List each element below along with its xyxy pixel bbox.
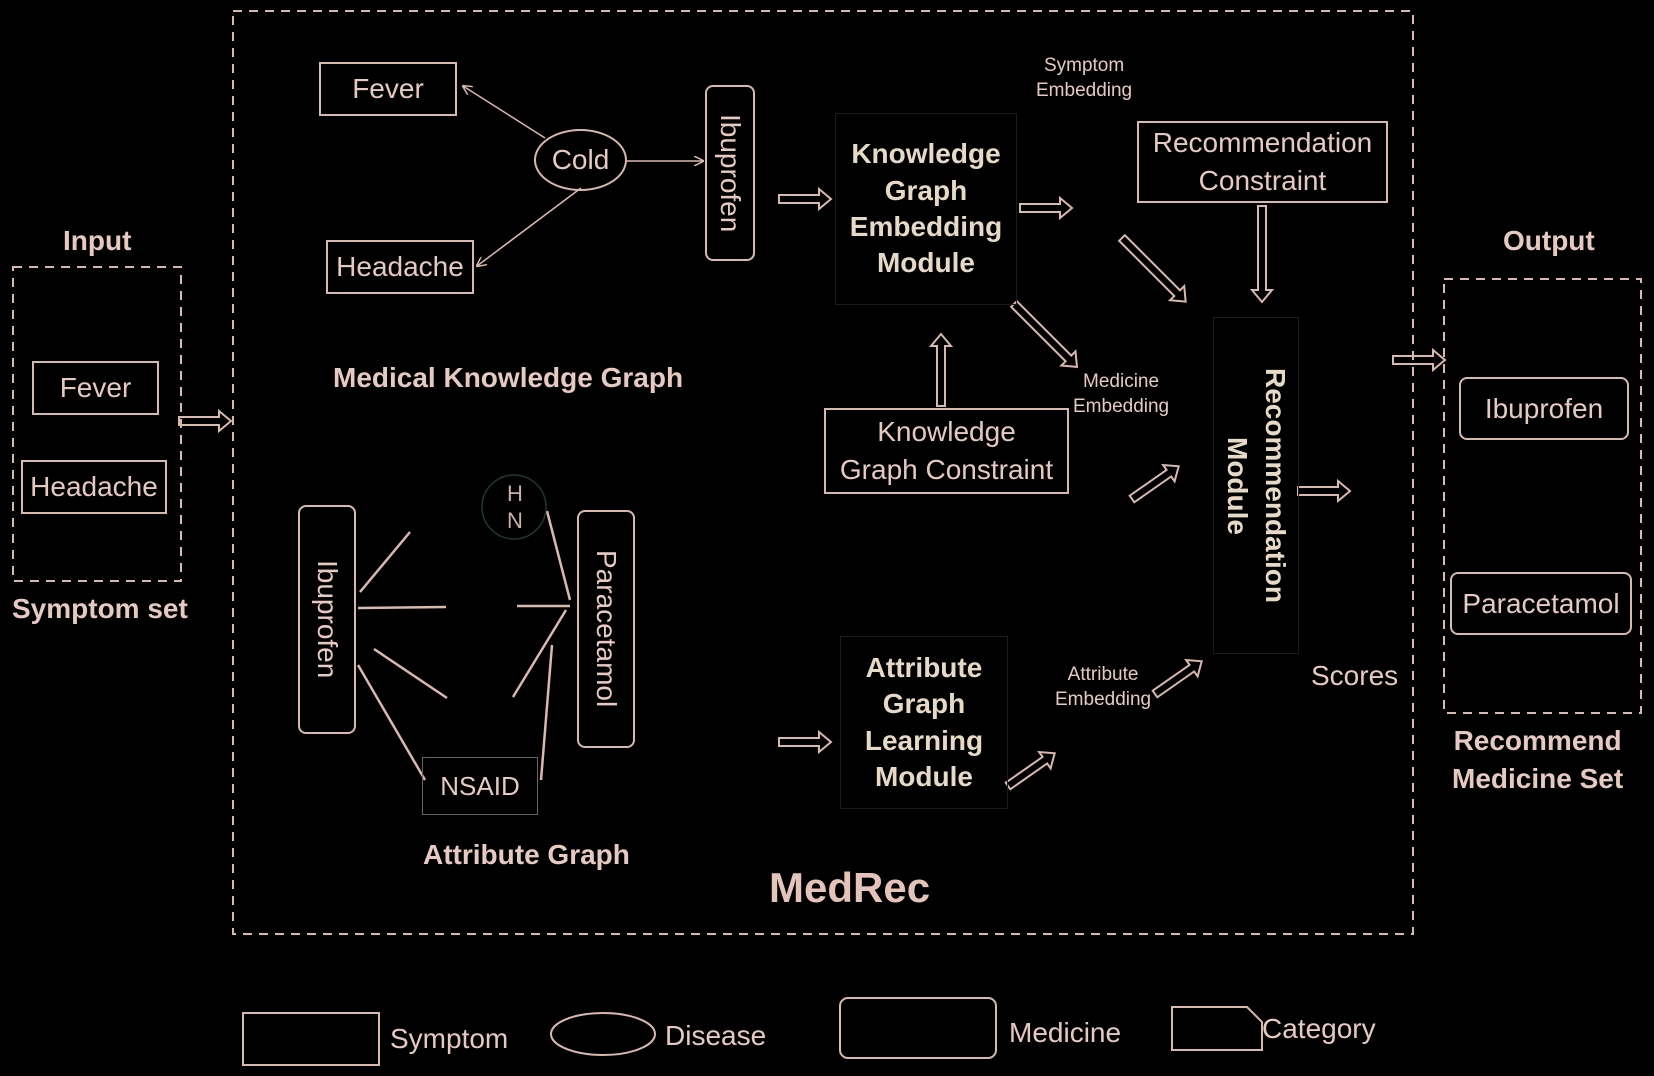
symptom-embedding-label: Symptom Embedding [1036, 54, 1132, 103]
recommendation-module: Recommendation Module [1213, 317, 1299, 654]
input-title: Input [63, 225, 132, 256]
rc-line-1: Recommendation [1152, 127, 1373, 159]
output-caption-line-1: Recommend [1453, 725, 1622, 756]
kg-symptom-fever-label: Fever [352, 73, 424, 104]
edge-cold-fever [463, 86, 546, 139]
legend-category-label: Category [1262, 1013, 1376, 1044]
legend-symptom-label: Symptom [390, 1023, 509, 1054]
ag-category-nsaid: NSAID [422, 757, 538, 815]
kg-embedding-module: Knowledge Graph Embedding Module [835, 113, 1017, 305]
input-frame [12, 266, 182, 582]
legend-disease-shape [550, 1012, 656, 1056]
kg-title: Medical Knowledge Graph [333, 362, 684, 393]
kgc-line-2: Graph Constraint [839, 454, 1054, 485]
medicine-embedding-label: Medicine Embedding [1073, 370, 1169, 419]
molecule-atom-n: N [507, 508, 523, 533]
output-title: Output [1503, 225, 1595, 256]
arrow-input-to-medrec [178, 408, 233, 434]
arrow-rc-down [1249, 205, 1275, 304]
arrow-kge-medicine-emb [1009, 299, 1079, 369]
kgc-line-1: Knowledge [877, 416, 1016, 448]
recommendation-constraint: Recommendation Constraint [1137, 121, 1388, 203]
kg-disease-cold: Cold [534, 129, 627, 191]
output-paracetamol-label: Paracetamol [1462, 587, 1620, 619]
kg-symptom-headache-label: Headache [336, 251, 464, 282]
ag-category-nsaid-label: NSAID [440, 770, 520, 801]
rec-line-1: Recommendation [1259, 368, 1291, 603]
kge-line-4: Module [876, 247, 975, 279]
agl-line-4: Module [874, 760, 973, 792]
legend-medicine-label: Medicine [1009, 1017, 1122, 1048]
legend-disease-label: Disease [665, 1020, 767, 1051]
arrow-symptom-emb-to-rec [1117, 233, 1187, 303]
ag-medicine-ibuprofen-label: Ibuprofen [312, 560, 343, 679]
kg-medicine-ibuprofen-label: Ibuprofen [715, 113, 746, 233]
input-fever-label: Fever [59, 372, 132, 403]
rc-line-2: Constraint [1198, 165, 1327, 196]
output-paracetamol-box: Paracetamol [1450, 572, 1632, 635]
kg-disease-cold-label: Cold [551, 144, 610, 175]
ag-medicine-paracetamol: Paracetamol [577, 510, 635, 748]
arrow-to-output [1392, 347, 1447, 373]
ag-title: Attribute Graph [423, 839, 630, 870]
rec-line-2: Module [1222, 436, 1253, 535]
flow-arrows [178, 186, 1447, 791]
legend-symptom-shape [242, 1012, 380, 1066]
legend-category-shape [1171, 1006, 1263, 1051]
symptom-embedding-line-1: Symptom [1043, 55, 1125, 76]
symptom-embedding-line-2: Embedding [1036, 79, 1133, 101]
arrow-kg-to-kge [778, 186, 833, 212]
arrow-ag-to-agl [778, 729, 833, 755]
kg-symptom-headache: Headache [326, 240, 474, 294]
input-caption: Symptom set [12, 593, 188, 624]
kg-constraint: Knowledge Graph Constraint [824, 408, 1069, 494]
kge-line-1: Knowledge [851, 138, 1001, 170]
attribute-embedding-line-1: Attribute [1067, 664, 1139, 685]
arrow-medicine-emb-to-rec [1128, 463, 1180, 504]
input-headache-box: Headache [21, 460, 167, 514]
molecule-atom-h: H [507, 481, 523, 506]
kg-medicine-ibuprofen: Ibuprofen [705, 85, 755, 261]
attribute-graph-edges [356, 510, 572, 781]
medicine-embedding-line-2: Embedding [1073, 395, 1170, 417]
arrow-rec-to-scores [1297, 478, 1352, 504]
scores-label: Scores [1311, 660, 1399, 691]
kg-symptom-fever: Fever [319, 62, 457, 116]
attribute-embedding-line-2: Embedding [1055, 688, 1152, 710]
edge-cold-headache [477, 187, 582, 266]
molecule-ring [481, 474, 547, 540]
kge-line-3: Embedding [849, 211, 1003, 242]
medicine-embedding-line-1: Medicine [1083, 371, 1160, 392]
ag-medicine-paracetamol-label: Paracetamol [591, 550, 622, 708]
agl-line-2: Graph [882, 688, 966, 720]
arrow-attr-emb-to-rec [1151, 658, 1203, 699]
agl-line-3: Learning [864, 724, 984, 756]
arrow-kge-right [1019, 195, 1074, 221]
kge-line-2: Graph [884, 174, 968, 206]
agl-line-1: Attribute [865, 651, 983, 683]
output-caption-line-2: Medicine Set [1452, 762, 1624, 794]
system-name: MedRec [769, 864, 931, 911]
attribute-graph-learning-module: Attribute Graph Learning Module [840, 636, 1008, 809]
medrec-frame [232, 10, 1414, 935]
arrow-agl-to-attr-emb [1004, 750, 1056, 791]
input-fever-box: Fever [32, 361, 159, 415]
ag-medicine-ibuprofen: Ibuprofen [298, 505, 356, 734]
input-headache-label: Headache [30, 471, 158, 502]
arrow-kgc-up [928, 332, 954, 407]
output-ibuprofen-box: Ibuprofen [1459, 377, 1629, 440]
legend-medicine-shape [839, 997, 997, 1059]
attribute-embedding-label: Attribute Embedding [1055, 663, 1151, 712]
output-frame [1443, 278, 1642, 714]
output-ibuprofen-label: Ibuprofen [1484, 392, 1604, 424]
output-caption: Recommend Medicine Set [1452, 722, 1623, 798]
